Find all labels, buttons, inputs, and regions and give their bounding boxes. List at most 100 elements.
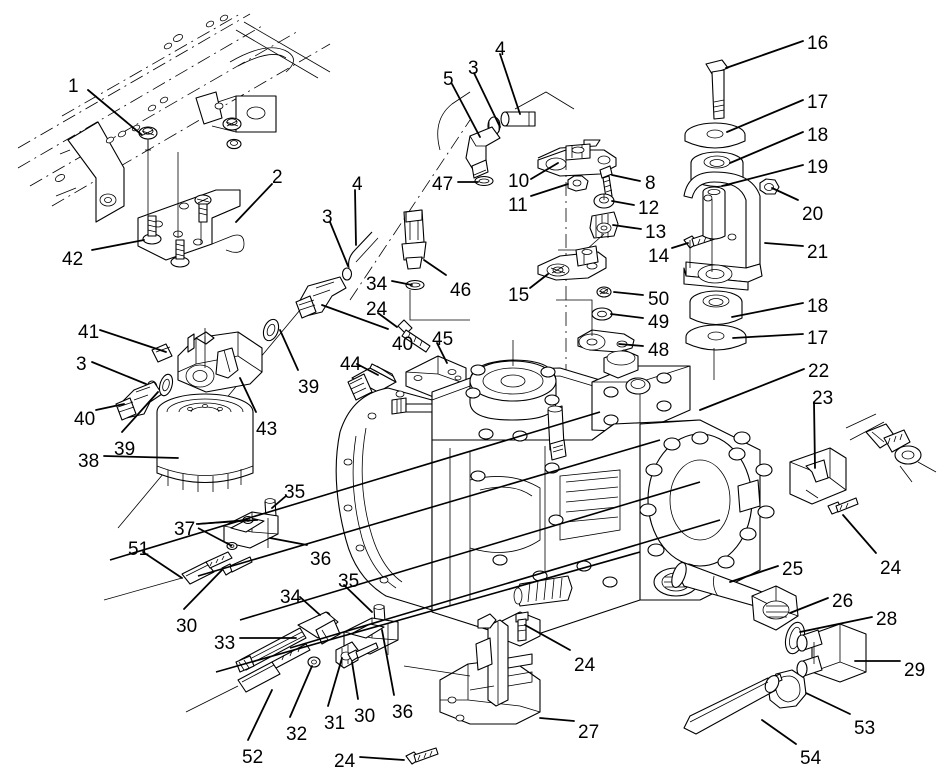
leader-line-17 [726,99,804,133]
leader-line-27 [539,717,575,722]
callout-number-15: 15 [508,285,530,306]
leader-line-4 [499,53,521,115]
leader-line-18 [731,302,804,318]
leader-line-54 [761,719,797,745]
callout-number-18: 18 [807,125,829,146]
leader-line-35 [271,495,287,509]
leader-line-24 [377,312,398,328]
callout-number-23: 23 [812,388,834,409]
callout-number-28: 28 [876,609,898,630]
leader-line-4 [354,189,357,246]
callout-number-8: 8 [645,173,656,194]
callout-number-13: 13 [645,222,667,243]
leader-line-3 [473,72,501,128]
callout-number-3: 3 [468,58,479,79]
leader-line-8 [611,174,641,182]
leader-line-36 [269,537,308,546]
leader-line-30 [183,569,223,610]
plate-part-10 [537,139,617,177]
leader-line-24 [524,624,571,651]
callout-number-3: 3 [322,207,333,228]
sensor-part-46 [401,209,427,270]
screw-part-42 [142,215,162,245]
leader-line-52 [247,689,273,741]
callout-number-17: 17 [807,92,829,113]
callout-number-36: 36 [310,549,332,570]
callout-number-37: 37 [174,519,196,540]
leader-line-38 [103,455,179,459]
callout-number-48: 48 [648,340,670,361]
leader-line-28 [799,616,873,633]
screw-part-8 [599,165,613,199]
leader-line-43 [239,377,257,413]
nut-part-20 [759,178,780,195]
leader-line-39 [121,391,159,433]
callout-number-38: 38 [78,451,100,472]
leader-line-23 [813,401,816,469]
fitting-part-44 [347,363,397,401]
callout-number-51: 51 [128,539,150,560]
callout-number-47: 47 [432,174,454,195]
bolt-part-24c [515,611,529,642]
leader-line-50 [613,291,644,296]
leader-line-41 [99,329,167,353]
leader-line-11 [530,183,569,197]
transmission-housing [109,340,775,673]
leader-line-25 [729,565,779,583]
leader-line-39 [279,329,299,371]
callout-number-26: 26 [832,591,854,612]
mount-stack-group [683,59,780,380]
leader-line-34 [299,596,321,616]
leader-line-24 [359,756,405,761]
leader-line-49 [610,313,644,319]
bracket-part-27 [403,611,541,725]
callout-number-16: 16 [807,33,829,54]
bolt-part-16 [705,59,729,120]
callout-number-40: 40 [74,409,96,430]
callout-number-4: 4 [352,174,363,195]
callout-number-24: 24 [334,751,356,772]
callout-number-14: 14 [648,246,670,267]
callout-number-27: 27 [578,722,600,743]
leader-line-46 [423,259,447,276]
leader-line-48 [618,343,644,347]
leader-line-14 [671,242,689,249]
callout-number-41: 41 [78,322,100,343]
leader-line-18 [729,131,804,164]
leader-line-36 [381,629,395,696]
washer-part-17a [684,122,746,149]
callout-number-40: 40 [392,334,414,355]
leader-line-10 [530,162,559,180]
callout-number-25: 25 [782,559,804,580]
leader-line-42 [91,239,145,251]
callout-number-34: 34 [366,274,388,295]
leader-line-37 [197,519,249,525]
terminal-part-52 [185,643,311,713]
spacer-part-19 [702,186,726,240]
callout-number-30: 30 [176,616,198,637]
callout-number-34: 34 [280,587,302,608]
bracket-part-21 [683,171,763,291]
leader-line-45 [436,342,448,364]
hose-part-54 [683,675,780,735]
callout-number-39: 39 [114,439,136,460]
screw-part-42b [170,239,190,268]
callout-number-35: 35 [338,571,360,592]
leader-line-44 [356,363,379,376]
leader-line-15 [529,273,549,289]
leader-line-16 [725,40,804,69]
leader-line-24 [842,514,877,554]
plates-and-fittings-group [537,139,725,400]
bolt-part-24a [397,319,431,353]
plate-part-15 [537,245,607,281]
nut-part-26 [751,585,799,631]
screw-part-2b [194,194,212,223]
callout-number-1: 1 [68,76,79,97]
leader-line-13 [612,224,642,230]
callout-number-36: 36 [392,702,414,723]
callout-number-21: 21 [807,242,829,263]
leader-lines [87,40,901,761]
callout-number-22: 22 [808,361,830,382]
leader-line-31 [327,657,343,707]
